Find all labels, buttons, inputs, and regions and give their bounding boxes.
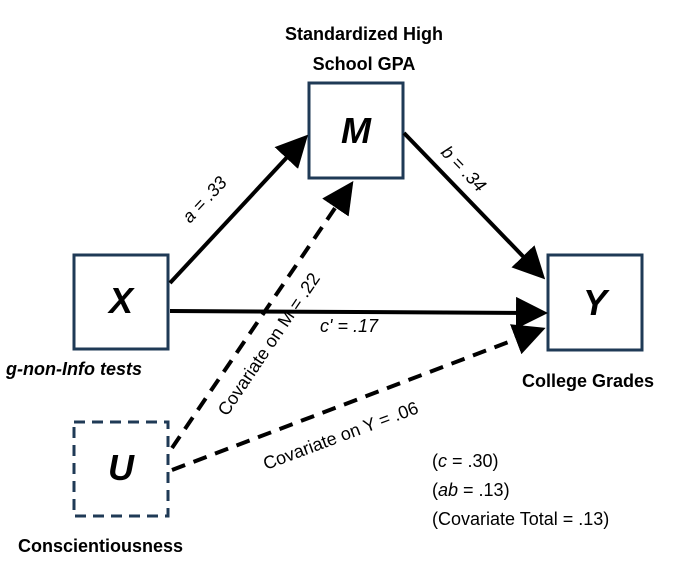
path-b-label: b = .34 <box>437 142 490 196</box>
arrow-c-prime <box>169 296 548 329</box>
y-letter: Y <box>583 282 610 323</box>
path-c-prime-label: c' = .17 <box>320 316 379 336</box>
summary-ab: (ab = .13) <box>432 480 510 500</box>
path-a-label: a = .33 <box>178 172 231 226</box>
covariate-m-label: Covariate on M = .22 <box>214 269 324 419</box>
x-letter: X <box>107 280 135 321</box>
summary-covariate-total: (Covariate Total = .13) <box>432 509 609 529</box>
arrow-covariate-m <box>170 181 354 450</box>
m-box <box>307 81 405 180</box>
covariate-y-label: Covariate on Y = .06 <box>260 398 421 474</box>
arrow-covariate-y <box>171 324 546 472</box>
y-caption: College Grades <box>522 371 654 391</box>
u-caption: Conscientiousness <box>18 536 183 556</box>
x-caption: g-non-Info tests <box>5 359 142 379</box>
u-letter: U <box>108 447 135 488</box>
x-box <box>72 253 170 351</box>
u-box <box>72 420 170 518</box>
arrow-b <box>402 131 546 280</box>
m-caption-line1: Standardized High <box>285 24 443 44</box>
arrow-a <box>168 134 309 285</box>
m-caption-line2: School GPA <box>313 54 416 74</box>
y-box <box>546 253 644 352</box>
m-letter: M <box>341 110 372 151</box>
summary-c: (c = .30) <box>432 451 499 471</box>
